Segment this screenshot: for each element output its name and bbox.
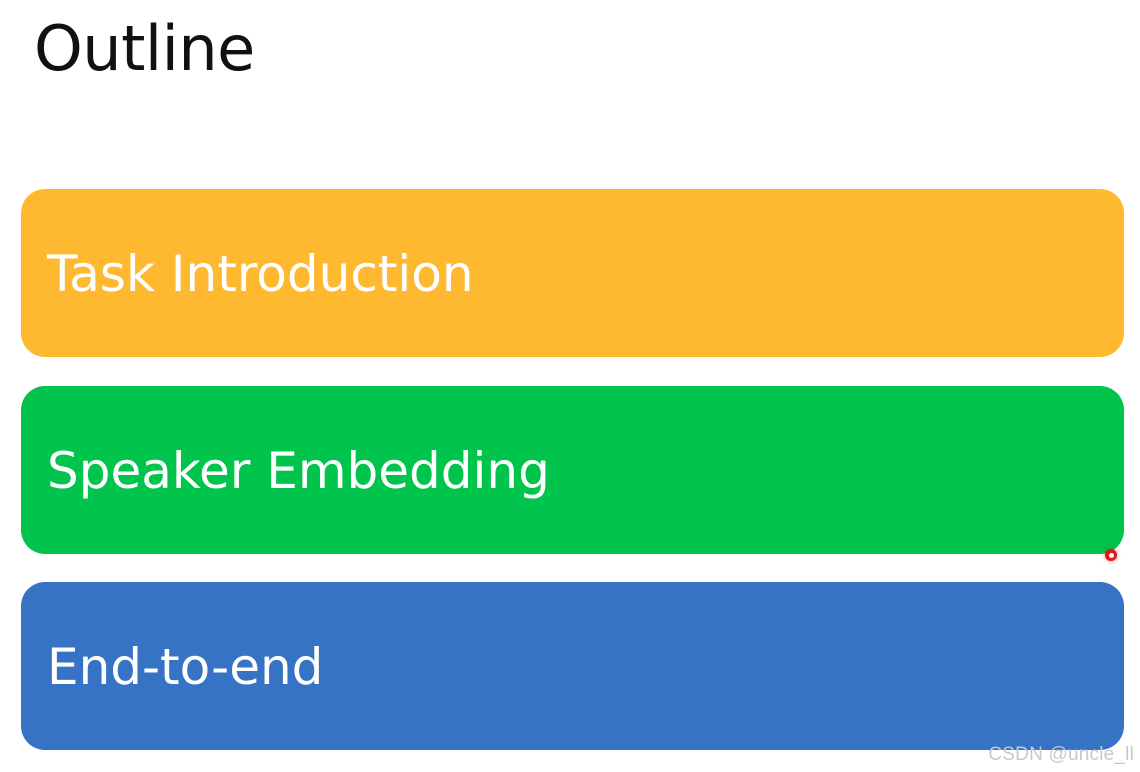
section-speaker-embedding[interactable]: Speaker Embedding <box>21 386 1124 554</box>
section-end-to-end[interactable]: End-to-end <box>21 582 1124 750</box>
section-task-introduction[interactable]: Task Introduction <box>21 189 1124 357</box>
section-label: End-to-end <box>47 638 324 696</box>
watermark: CSDN @uncle_ll <box>988 744 1134 765</box>
section-label: Task Introduction <box>47 245 474 303</box>
section-label: Speaker Embedding <box>47 442 550 500</box>
slide-title: Outline <box>34 12 255 85</box>
pointer-cursor-icon <box>1105 549 1117 561</box>
